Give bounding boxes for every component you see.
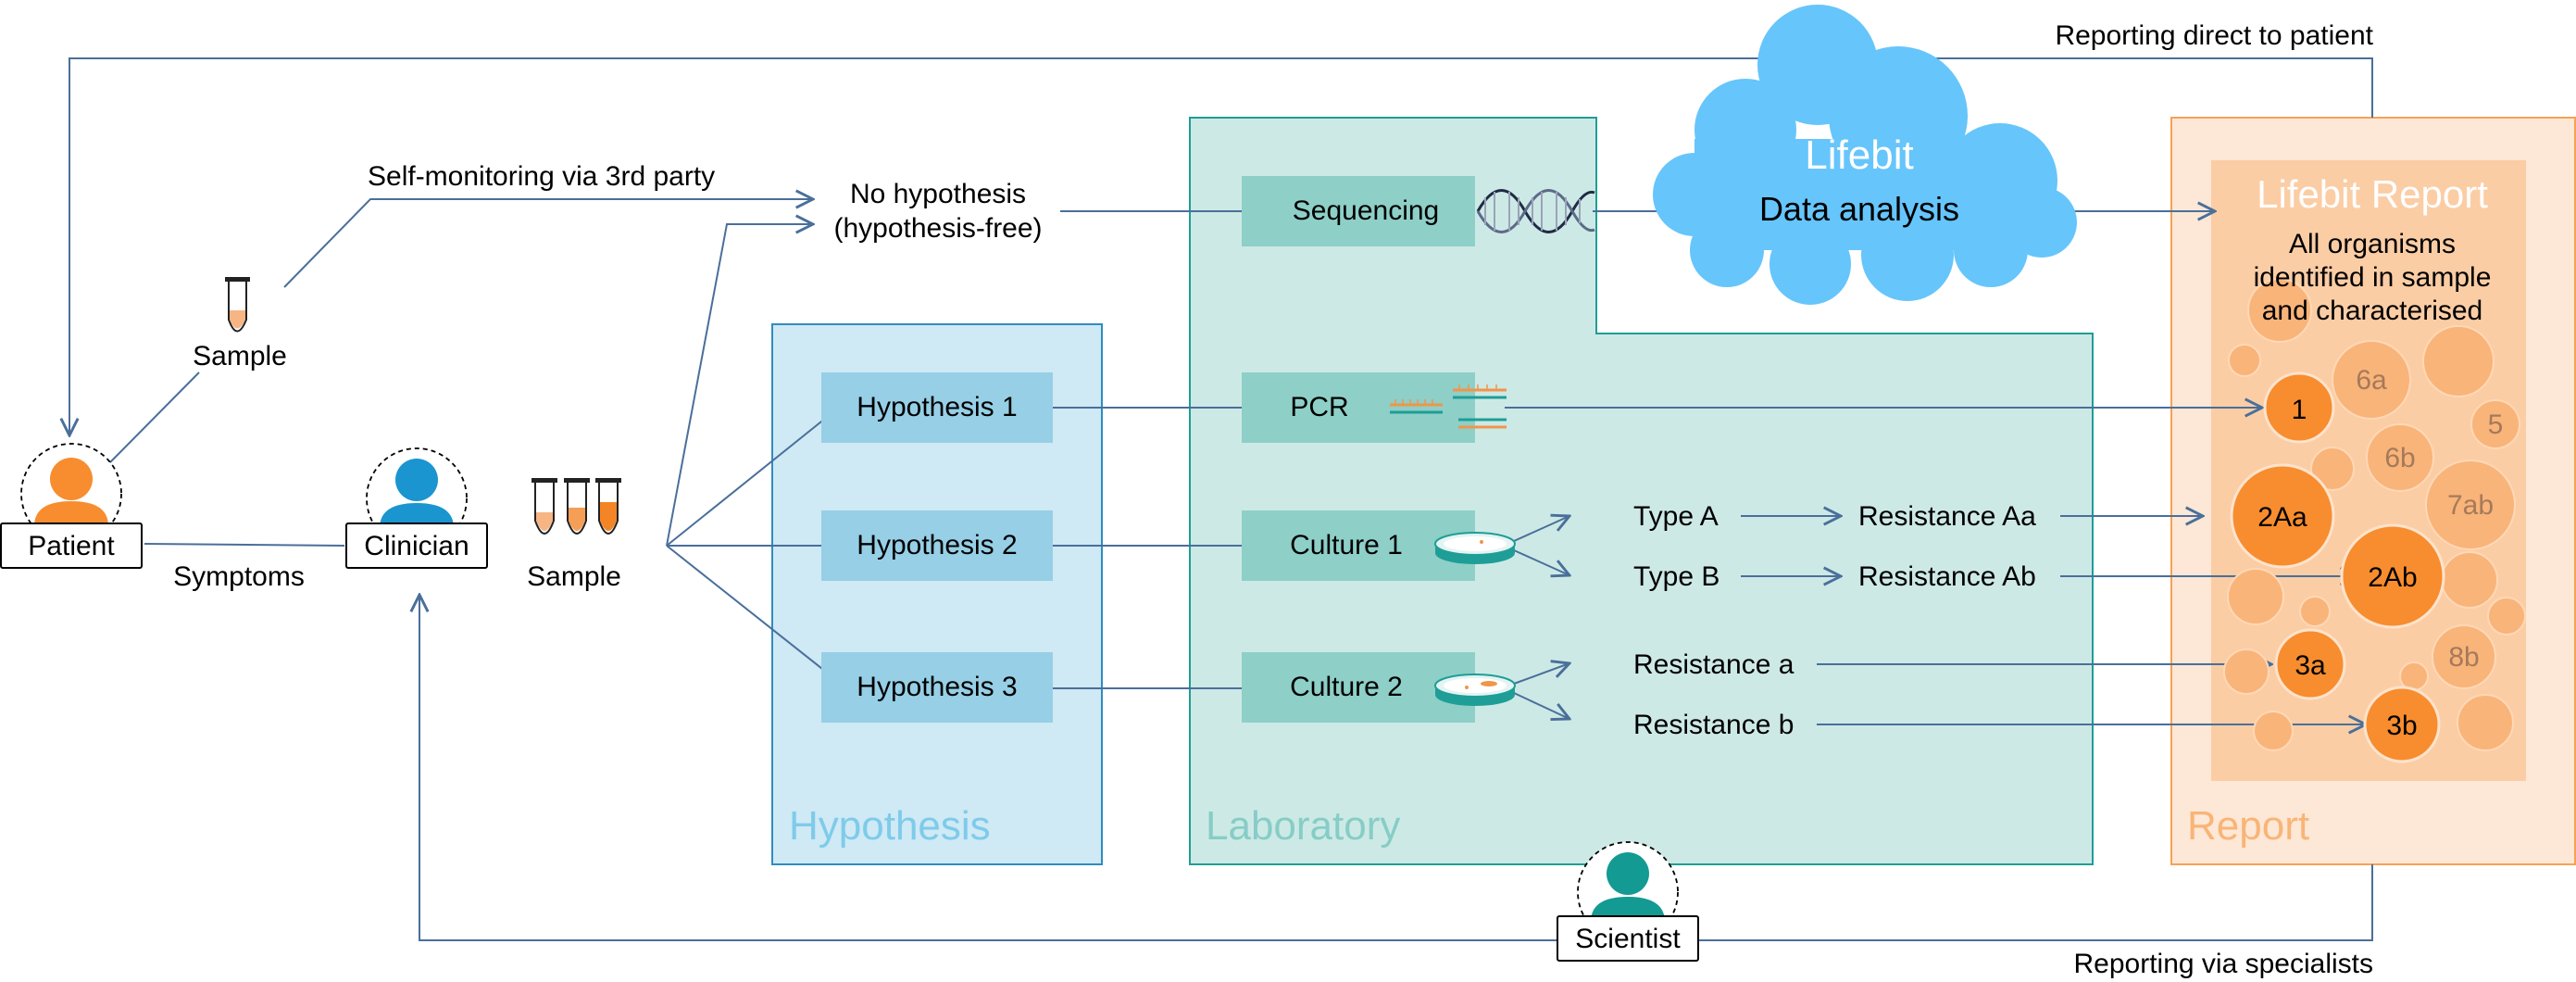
report-desc-line-3: and characterised (2262, 296, 2482, 326)
patient-node: Patient (0, 443, 143, 569)
resistance-aa-label: Resistance Aa (1858, 501, 2036, 532)
clinician-avatar-icon (380, 459, 454, 528)
pcr-box: PCR (1242, 372, 1475, 443)
flow-lines (69, 57, 2373, 941)
scientist-label: Scientist (1575, 924, 1681, 954)
dna-helix-icon (1476, 189, 1595, 233)
bubble-2ab-label: 2Ab (2368, 562, 2417, 593)
hypothesis-3-label: Hypothesis 3 (857, 672, 1017, 702)
bubble-5-label: 5 (2488, 409, 2504, 440)
hypothesis-1-label: Hypothesis 1 (857, 392, 1017, 422)
type-b-label: Type B (1633, 561, 1719, 592)
clinician-node: Clinician (345, 447, 488, 569)
bubble-8b-label: 8b (2448, 642, 2479, 673)
hypothesis-2-box: Hypothesis 2 (821, 510, 1053, 581)
cloud-icon (1653, 5, 2077, 305)
resistance-b-label: Resistance b (1633, 710, 1794, 740)
data-analysis-label: Data analysis (1759, 190, 1959, 228)
no-hypothesis-label: No hypothesis (850, 179, 1026, 209)
hypothesis-3-box: Hypothesis 3 (821, 652, 1053, 723)
bubble-3a-label: 3a (2295, 650, 2326, 681)
sample-left-label: Sample (193, 341, 287, 371)
resistance-ab-label: Resistance Ab (1858, 561, 2036, 592)
report-title: Lifebit Report (2257, 172, 2488, 216)
hypothesis-free-label: (hypothesis-free) (833, 213, 1042, 244)
scientist-node: Scientist (1557, 841, 1699, 962)
self-monitoring-label: Self-monitoring via 3rd party (368, 161, 715, 192)
patient-avatar-icon (34, 458, 108, 526)
resistance-a-label: Resistance a (1633, 649, 1794, 680)
reporting-direct-line (69, 57, 2373, 435)
petri-dish-1-icon (1434, 532, 1516, 564)
bubble-3b-label: 3b (2386, 711, 2417, 741)
reporting-specialists-label: Reporting via specialists (2074, 949, 2373, 979)
lifebit-cloud: Lifebit Data analysis (1653, 5, 2077, 305)
report-panel-label: Report (2187, 803, 2309, 849)
patient-label: Patient (28, 531, 115, 561)
bubble-2aa-label: 2Aa (2257, 502, 2307, 533)
report-bubbles: 1 2Aa 2Ab 3a 3b 6a 5 6b 7ab 8b (2223, 278, 2526, 763)
laboratory-panel-label: Laboratory (1206, 803, 1400, 849)
culture-2-label: Culture 2 (1290, 672, 1403, 702)
pcr-label: PCR (1290, 392, 1348, 422)
sample-mid-label: Sample (527, 561, 621, 592)
report-desc-line-2: identified in sample (2254, 262, 2492, 293)
sample-tubes-icon (531, 478, 621, 535)
reporting-specialists-line (419, 595, 2373, 941)
bubble-7ab-label: 7ab (2447, 490, 2494, 521)
bubble-1-label: 1 (2292, 395, 2307, 425)
reporting-direct-label: Reporting direct to patient (2055, 20, 2373, 51)
type-a-label: Type A (1633, 501, 1719, 532)
bubble-6b-label: 6b (2384, 443, 2415, 473)
hypothesis-1-box: Hypothesis 1 (821, 372, 1053, 443)
bubble-6a-label: 6a (2356, 365, 2387, 396)
culture-1-label: Culture 1 (1290, 530, 1403, 560)
hypothesis-panel-label: Hypothesis (789, 803, 991, 849)
sequencing-box: Sequencing (1242, 176, 1475, 246)
petri-dish-2-icon (1434, 674, 1516, 706)
sequencing-label: Sequencing (1293, 195, 1439, 226)
cloud-brand-label: Lifebit (1805, 132, 1913, 178)
hypothesis-2-label: Hypothesis 2 (857, 530, 1017, 560)
pcr-strands-icon (1390, 384, 1507, 429)
report-desc-line-1: All organisms (2289, 229, 2456, 259)
clinician-label: Clinician (364, 531, 469, 561)
test-tube-icon (225, 277, 250, 333)
symptoms-label: Symptoms (173, 561, 305, 592)
